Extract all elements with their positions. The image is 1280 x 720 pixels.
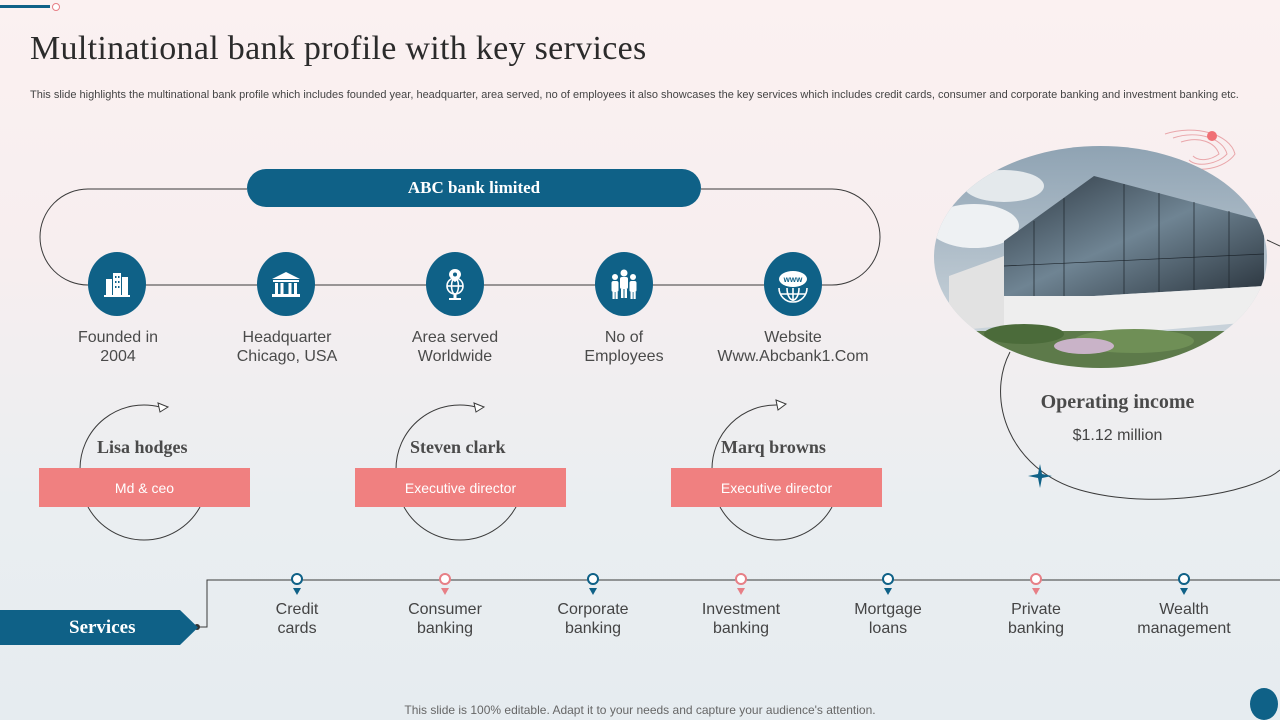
info-area-served-value: Worldwide xyxy=(417,348,493,365)
svg-text:www: www xyxy=(783,275,803,284)
www-icon: www xyxy=(764,252,822,316)
info-founded: Founded in 2004 xyxy=(38,328,198,366)
service-line2: banking xyxy=(416,620,474,637)
person-role: Executive director xyxy=(671,468,882,507)
service-line2: banking xyxy=(712,620,770,637)
bank-name-pill: ABC bank limited xyxy=(247,169,701,207)
info-founded-value: 2004 xyxy=(100,348,136,365)
operating-income-title: Operating income xyxy=(1040,391,1195,413)
building-icon xyxy=(88,252,146,316)
info-website-label: Website xyxy=(764,329,822,346)
service-line2: banking xyxy=(564,620,622,637)
service-line2: management xyxy=(1137,620,1231,637)
service-line2: loans xyxy=(868,620,908,637)
info-website-value: Www.Abcbank1.Com xyxy=(717,348,869,365)
bank-building-photo xyxy=(934,146,1267,368)
person-name: Marq browns xyxy=(721,437,826,457)
info-headquarter-label: Headquarter xyxy=(242,329,332,346)
service-item: Credit cards xyxy=(222,600,372,638)
info-employees: No of Employees xyxy=(544,328,704,366)
page-subtitle: This slide highlights the multinational … xyxy=(30,89,1239,101)
service-item: Corporate banking xyxy=(518,600,668,638)
pin-icon xyxy=(1030,573,1042,595)
pin-icon xyxy=(735,573,747,595)
people-icon xyxy=(595,252,653,316)
operating-income-value: $1.12 million xyxy=(1072,427,1163,444)
service-line1: Investment xyxy=(701,601,781,618)
service-line1: Corporate xyxy=(557,601,629,618)
service-item: Investment banking xyxy=(666,600,816,638)
service-line1: Mortgage xyxy=(854,601,922,618)
service-line1: Wealth xyxy=(1159,601,1209,618)
pin-icon xyxy=(439,573,451,595)
info-website: Website Www.Abcbank1.Com xyxy=(703,328,883,366)
service-line1: Credit xyxy=(275,601,319,618)
info-founded-label: Founded in xyxy=(77,329,159,346)
service-line2: banking xyxy=(1007,620,1065,637)
info-area-served-label: Area served xyxy=(411,329,499,346)
sparkle-icon xyxy=(1028,464,1052,488)
pin-icon xyxy=(882,573,894,595)
service-line2: cards xyxy=(277,620,317,637)
person-name: Lisa hodges xyxy=(97,437,188,457)
service-item: Wealth management xyxy=(1109,600,1259,638)
service-item: Consumer banking xyxy=(370,600,520,638)
service-item: Mortgage loans xyxy=(813,600,963,638)
info-area-served: Area served Worldwide xyxy=(375,328,535,366)
service-item: Private banking xyxy=(961,600,1111,638)
bank-icon xyxy=(257,252,315,316)
pin-icon xyxy=(291,573,303,595)
globe-pin-icon xyxy=(426,252,484,316)
pin-icon xyxy=(1178,573,1190,595)
footer-note: This slide is 100% editable. Adapt it to… xyxy=(404,703,876,717)
corner-decoration xyxy=(1250,688,1278,720)
pin-icon xyxy=(587,573,599,595)
person-role: Md & ceo xyxy=(39,468,250,507)
person-role: Executive director xyxy=(355,468,566,507)
top-accent-dot xyxy=(52,3,60,11)
services-tag: Services xyxy=(0,610,198,645)
top-accent-line xyxy=(0,5,50,8)
info-employees-label: No of xyxy=(604,329,644,346)
service-line1: Private xyxy=(1011,601,1061,618)
page-title: Multinational bank profile with key serv… xyxy=(30,30,647,67)
person-name: Steven clark xyxy=(410,437,506,457)
service-line1: Consumer xyxy=(408,601,482,618)
info-headquarter: Headquarter Chicago, USA xyxy=(207,328,367,366)
info-employees-value: Employees xyxy=(584,348,664,365)
info-headquarter-value: Chicago, USA xyxy=(236,348,338,365)
